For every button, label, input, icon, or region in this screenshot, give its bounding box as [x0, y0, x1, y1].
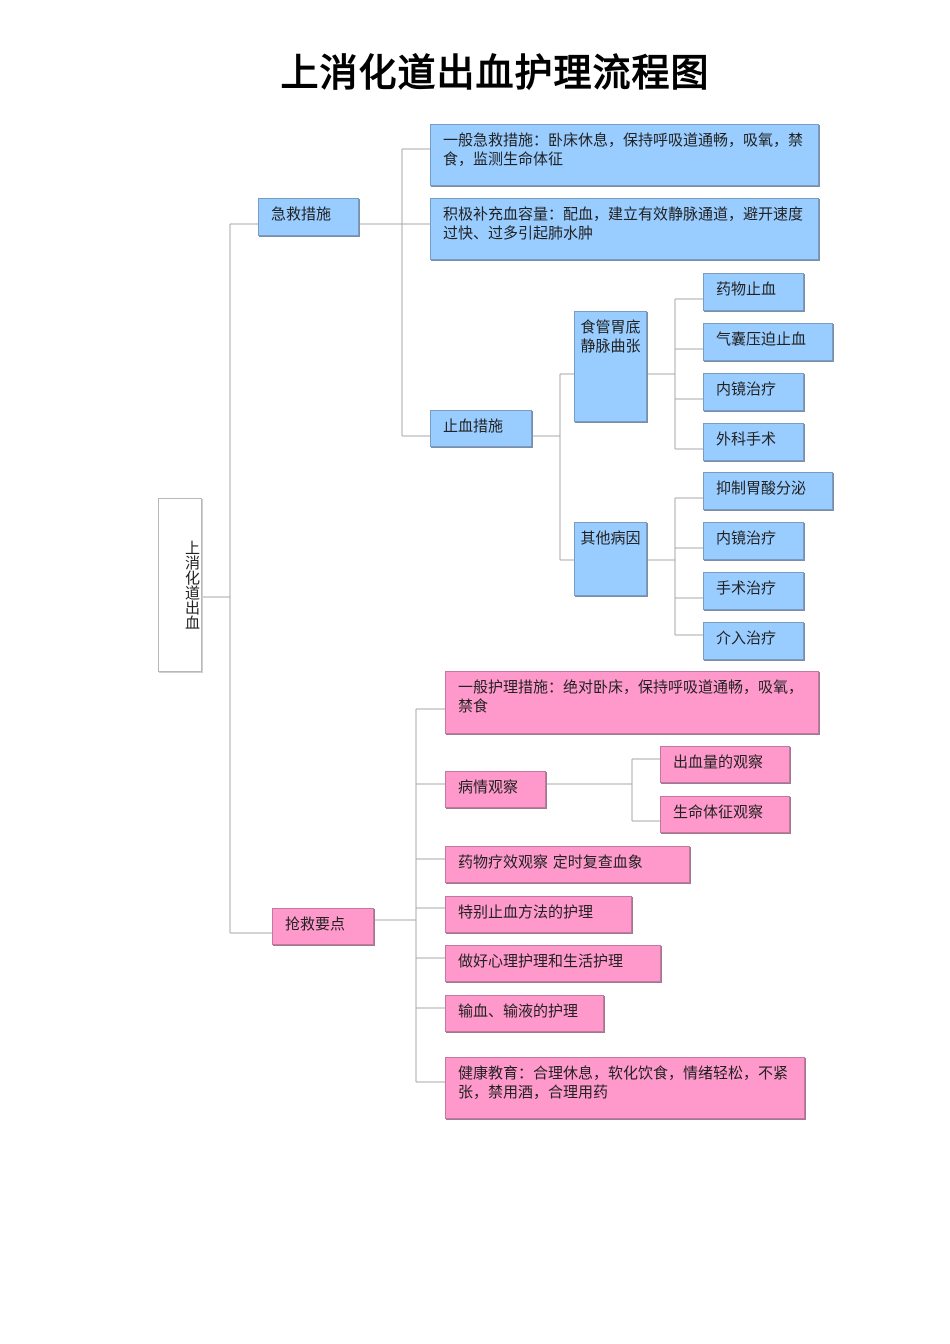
root-node: 上消化道出血	[158, 498, 202, 672]
condition-observation-node: 病情观察	[445, 771, 546, 808]
health-education-node: 健康教育：合理休息，软化饮食，情绪轻松，不紧张，禁用酒，合理用药	[445, 1057, 805, 1119]
drug-effect-node: 药物疗效观察 定时复查血象	[445, 846, 690, 883]
varices-item-2: 气囊压迫止血	[703, 323, 833, 361]
vital-signs-node: 生命体征观察	[660, 796, 790, 833]
psychological-care-node: 做好心理护理和生活护理	[445, 945, 661, 982]
esophageal-varices-node: 食管胃底静脉曲张	[574, 311, 647, 422]
general-first-aid-node: 一般急救措施：卧床休息，保持呼吸道通畅，吸氧，禁食，监测生命体征	[430, 124, 819, 186]
rescue-points-node: 抢救要点	[272, 908, 374, 945]
page-title: 上消化道出血护理流程图	[280, 51, 710, 95]
emergency-measures-node: 急救措施	[258, 198, 359, 236]
hemostasis-node: 止血措施	[430, 410, 532, 447]
other-item-4: 介入治疗	[703, 622, 804, 660]
transfusion-care-node: 输血、输液的护理	[445, 995, 604, 1032]
bleeding-volume-node: 出血量的观察	[660, 746, 790, 783]
other-item-3: 手术治疗	[703, 572, 804, 610]
other-causes-node: 其他病因	[574, 522, 647, 596]
varices-item-3: 内镜治疗	[703, 373, 804, 411]
blood-volume-node: 积极补充血容量：配血，建立有效静脉通道，避开速度过快、过多引起肺水肿	[430, 198, 819, 260]
general-nursing-node: 一般护理措施：绝对卧床，保持呼吸道通畅，吸氧，禁食	[445, 671, 819, 734]
other-item-1: 抑制胃酸分泌	[703, 472, 833, 510]
varices-item-1: 药物止血	[703, 273, 804, 311]
varices-item-4: 外科手术	[703, 423, 804, 461]
special-hemostasis-node: 特别止血方法的护理	[445, 896, 632, 933]
other-item-2: 内镜治疗	[703, 522, 804, 560]
